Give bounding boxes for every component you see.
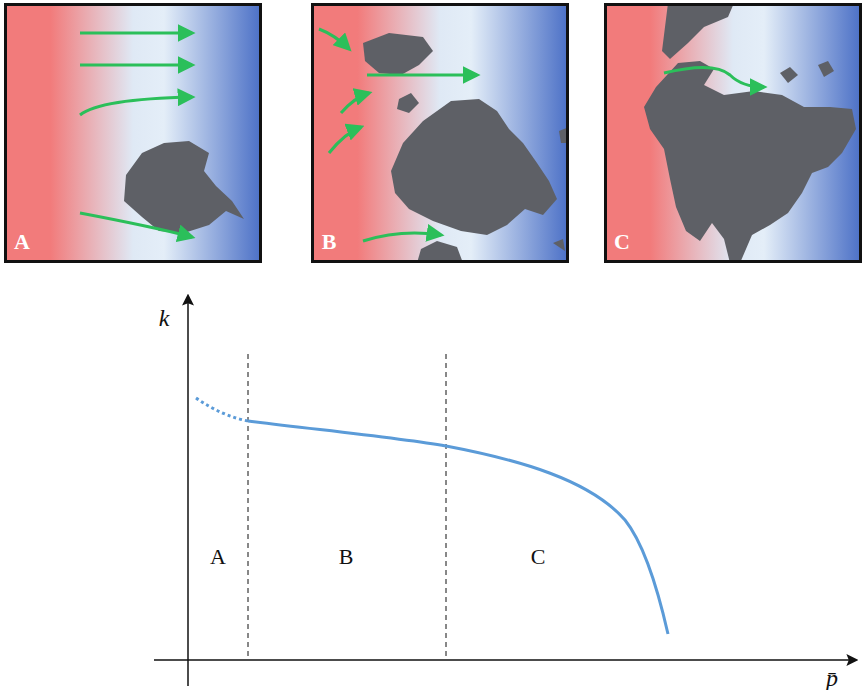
panel-letter: A (14, 231, 30, 253)
axis-label: p̄ (826, 666, 838, 690)
panel-a (4, 3, 262, 263)
panel-letter: C (614, 231, 630, 253)
region-label: B (339, 546, 354, 568)
axis-label: k (159, 306, 170, 330)
obstacle (124, 141, 244, 233)
region-label: C (531, 546, 546, 568)
panel-letter: B (322, 231, 337, 253)
region-label: A (210, 546, 226, 568)
chart (154, 296, 856, 686)
panel-c (604, 3, 862, 263)
panel-b (311, 3, 569, 263)
